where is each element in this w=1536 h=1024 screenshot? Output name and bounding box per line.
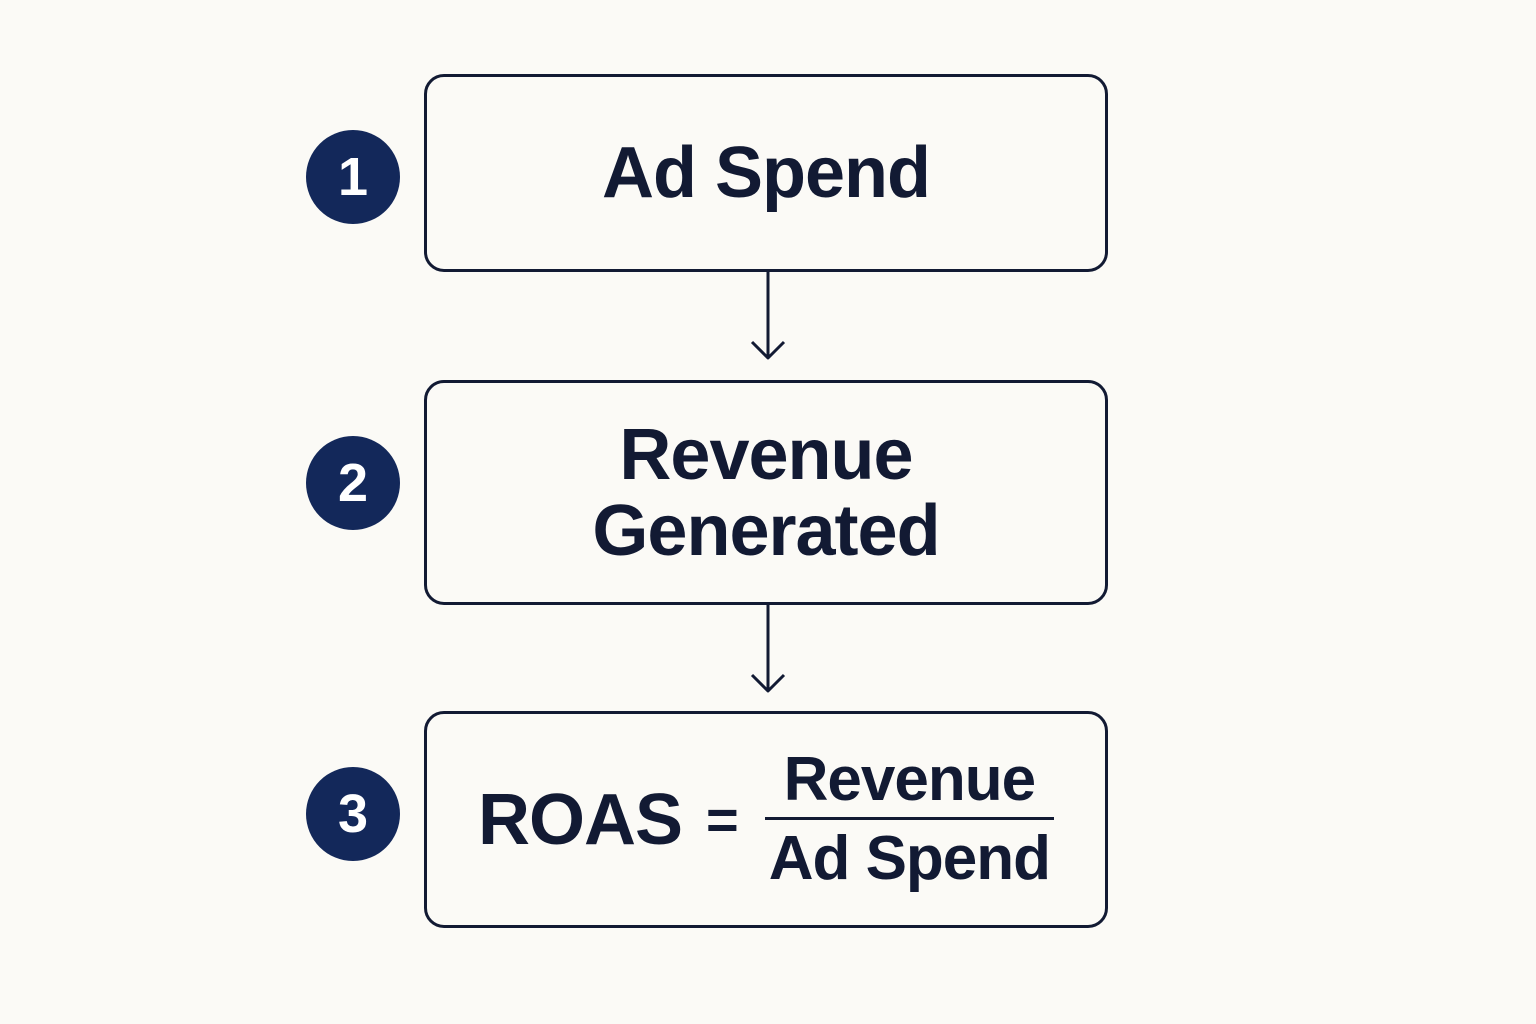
formula-fraction: Revenue Ad Spend	[764, 745, 1055, 894]
step-1-badge: 1	[306, 130, 400, 224]
step-2-number: 2	[337, 453, 369, 513]
step-3-box: ROAS = Revenue Ad Spend	[424, 711, 1108, 928]
roas-formula: ROAS = Revenue Ad Spend	[477, 745, 1055, 894]
step-2-box: Revenue Generated	[424, 380, 1108, 605]
step-3-number: 3	[337, 784, 369, 844]
arrow-down-icon	[750, 272, 786, 360]
step-1-title: Ad Spend	[602, 133, 931, 213]
formula-lhs: ROAS	[477, 779, 683, 860]
step-1-number: 1	[337, 147, 369, 207]
step-2-title-line-1: Revenue	[619, 414, 913, 495]
formula-equals-sign: =	[706, 788, 739, 851]
arrow-down-icon	[750, 605, 786, 693]
formula-denominator: Ad Spend	[768, 824, 1051, 893]
formula-numerator: Revenue	[783, 745, 1036, 814]
step-1-box: Ad Spend	[424, 74, 1108, 272]
step-3-badge: 3	[306, 767, 400, 861]
step-2-title-line-2: Generated	[592, 490, 940, 571]
step-2-badge: 2	[306, 436, 400, 530]
step-2-title: Revenue Generated	[592, 414, 940, 571]
fraction-bar	[764, 817, 1055, 820]
